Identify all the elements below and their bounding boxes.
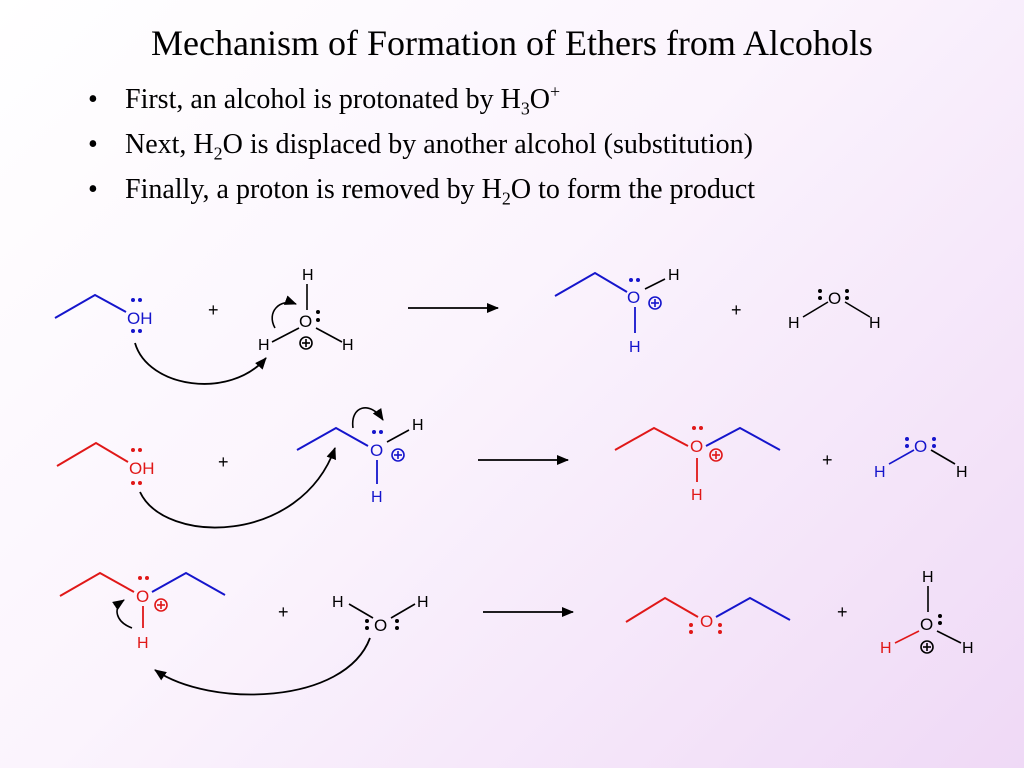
step-1: OH + H O H H O H H [54, 267, 881, 385]
bullet-list: •First, an alcohol is protonated by H3O+… [88, 80, 755, 215]
lone-pair-dots [316, 310, 320, 322]
ethanol-oh-label: OH [127, 309, 153, 328]
positive-charge-icon [648, 296, 662, 310]
positive-charge-icon [391, 448, 405, 462]
curved-arrow [271, 295, 297, 329]
bond [315, 327, 343, 343]
positive-charge-icon [299, 336, 313, 350]
ether-skeleton-red [625, 596, 699, 623]
oxonium-skeleton-red [59, 571, 135, 597]
bond [390, 603, 416, 619]
hydronium-h-top: H [922, 569, 934, 586]
lone-pair-dots [365, 619, 399, 630]
plus-sign: + [822, 450, 833, 470]
plus-sign: + [837, 602, 848, 622]
lone-pair-dots [905, 437, 936, 448]
protonated-ethanol-skeleton [296, 426, 369, 451]
plus-sign: + [731, 300, 742, 320]
ether-skeleton-blue [715, 596, 791, 621]
lone-pair-dots [131, 298, 142, 333]
bullet-marker: • [88, 174, 98, 205]
ethanol-oh-label: OH [129, 459, 155, 478]
curved-arrow [112, 599, 133, 629]
oxonium-h: H [668, 267, 680, 284]
bond [271, 327, 300, 343]
bullet-item-2: •Next, H2O is displaced by another alcoh… [88, 125, 755, 170]
oxonium-h-bottom: H [629, 339, 641, 356]
hydronium-o: O [299, 312, 312, 331]
positive-charge-icon [154, 598, 168, 612]
lone-pair-dots [131, 448, 142, 485]
water-o: O [914, 437, 927, 456]
hydronium-h-right: H [962, 640, 974, 657]
plus-sign: + [208, 300, 219, 320]
oxonium-o: O [370, 441, 383, 460]
oxonium-o: O [627, 288, 640, 307]
bond [644, 278, 666, 290]
lone-pair-dots [938, 614, 942, 625]
water-o: O [828, 289, 841, 308]
curved-arrow [134, 342, 267, 385]
water-h-right: H [956, 464, 968, 481]
bond [844, 301, 871, 318]
hydronium-h-left: H [258, 337, 270, 354]
lone-pair-dots [689, 623, 722, 634]
hydronium-o: O [920, 615, 933, 634]
plus-sign: + [278, 602, 289, 622]
water-h-right: H [869, 315, 881, 332]
lone-pair-dots [372, 430, 383, 434]
ethanol-skeleton [56, 441, 129, 467]
step-3: O H + H H O O + H O [59, 569, 974, 696]
water-h-right: H [417, 594, 429, 611]
curved-arrow [139, 447, 336, 529]
bond [936, 630, 962, 644]
bond [386, 429, 410, 443]
lone-pair-dots [692, 426, 703, 430]
bullet-marker: • [88, 84, 98, 115]
slide-title: Mechanism of Formation of Ethers from Al… [151, 23, 873, 63]
positive-charge-icon [920, 640, 934, 654]
product-skeleton-blue [705, 426, 781, 451]
bond [348, 603, 374, 619]
water-h-left: H [332, 594, 344, 611]
curved-arrow [352, 407, 384, 429]
curved-arrow [154, 637, 371, 696]
bond [888, 449, 915, 465]
product-skeleton-red [614, 426, 689, 451]
protonated-ethanol-skeleton [554, 271, 628, 297]
oxonium-h-bottom: H [371, 489, 383, 506]
lone-pair-dots [138, 576, 149, 580]
plus-sign: + [218, 452, 229, 472]
oxonium-h: H [412, 417, 424, 434]
step-2: OH + O H H O H + O [56, 407, 968, 529]
oxonium-o: O [690, 437, 703, 456]
bond [802, 301, 829, 318]
bullet-marker: • [88, 129, 98, 160]
bond [930, 449, 956, 465]
oxonium-h-bottom: H [691, 487, 703, 504]
lone-pair-dots [629, 278, 640, 282]
water-h-left: H [788, 315, 800, 332]
lone-pair-dots [818, 289, 849, 300]
oxonium-h-bottom: H [137, 635, 149, 652]
positive-charge-icon [709, 448, 723, 462]
bond [894, 630, 920, 644]
water-o: O [374, 616, 387, 635]
hydronium-h-left: H [880, 640, 892, 657]
ethanol-skeleton [54, 293, 127, 319]
ether-o: O [700, 612, 713, 631]
water-h-left: H [874, 464, 886, 481]
hydronium-h-top: H [302, 267, 314, 284]
bullet-item-3: •Finally, a proton is removed by H2O to … [88, 170, 755, 215]
bullet-item-1: •First, an alcohol is protonated by H3O+ [88, 81, 561, 119]
oxonium-o: O [136, 587, 149, 606]
hydronium-h-right: H [342, 337, 354, 354]
oxonium-skeleton-blue [151, 571, 226, 596]
